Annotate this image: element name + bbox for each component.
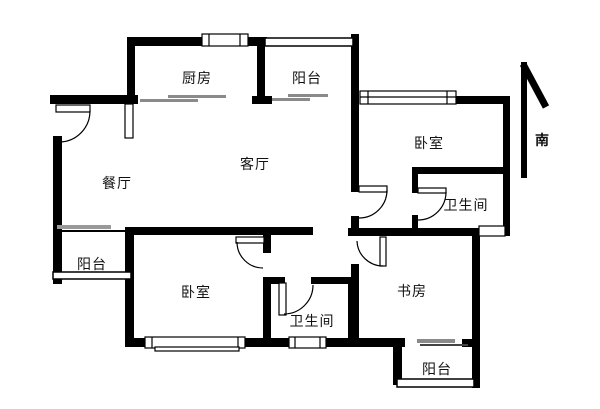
wall-central-vertical-low — [351, 216, 359, 236]
railings — [52, 37, 475, 388]
balcony-north-rail — [264, 37, 354, 47]
wall-bedroom2-door-stub — [263, 227, 271, 253]
wall-bath-main-left — [263, 277, 271, 345]
balcony-north-slider-line-b — [288, 94, 328, 97]
hall-door-arc — [358, 189, 388, 219]
bathroom-master-door-panel — [417, 187, 447, 194]
room-label-bathroom-main: 卫生间 — [289, 314, 335, 330]
kitchen-window — [201, 33, 249, 47]
room-label-bedroom-second: 卧室 — [181, 285, 211, 301]
wall-upper-left — [50, 95, 138, 104]
doors — [55, 104, 447, 316]
wall-kitchen-top — [127, 37, 267, 46]
wall-bath-master-left-a — [412, 167, 418, 193]
balcony-west-window-line — [57, 225, 111, 229]
kitchen-slider-line-a — [140, 99, 198, 102]
bedroom-second-window — [144, 336, 246, 349]
wall-balcony-south-left — [393, 338, 402, 385]
balcony-west-top-line — [53, 230, 129, 232]
wall-bath-master-top — [412, 167, 504, 174]
bathroom-master-window — [478, 225, 506, 237]
room-label-bedroom-master: 卧室 — [414, 136, 444, 152]
study-door-panel — [379, 236, 387, 267]
wall-bath-main-top-b — [311, 277, 348, 284]
hall-door-panel — [358, 185, 388, 193]
wall-right-outer — [503, 96, 510, 236]
windows — [144, 33, 506, 352]
balcony-south-slider-line-a — [417, 339, 455, 343]
wall-bath-master-left-b — [412, 215, 418, 236]
compass-arrow-shaft — [521, 62, 527, 178]
wall-kitchen-left — [127, 37, 135, 104]
wall-balcony-south-stub — [462, 339, 476, 347]
slider-lines — [140, 94, 468, 346]
wall-bath-main-top-a — [271, 277, 285, 284]
kitchen-slider-line-b — [168, 95, 226, 98]
balcony-west-bottom-rail — [52, 271, 132, 280]
compass-arrow-head — [519, 62, 550, 109]
walls — [50, 34, 510, 388]
bathroom-main-window — [288, 336, 327, 349]
bedroom-second-window-sill — [154, 346, 240, 352]
entrance-door-panel — [55, 104, 91, 113]
compass-south-label: 南 — [535, 133, 549, 149]
wall-under-hall — [348, 228, 510, 236]
wall-study-left — [351, 264, 359, 347]
room-label-kitchen: 厨房 — [182, 71, 212, 87]
wall-left-outer — [53, 136, 62, 284]
room-label-dining-room: 餐厅 — [102, 176, 132, 192]
wall-top-right — [448, 96, 510, 104]
balcony-north-slider-line-a — [272, 98, 310, 101]
room-label-balcony-west: 阳台 — [77, 257, 107, 273]
room-label-living-room: 客厅 — [240, 157, 270, 173]
wall-kitchen-right — [257, 40, 265, 104]
entrance-door-arc — [58, 110, 91, 143]
room-label-study: 书房 — [397, 284, 427, 300]
bathroom-main-door-arc — [283, 284, 314, 315]
bathroom-master-door-arc — [417, 191, 447, 221]
bedroom-second-door-arc — [236, 241, 264, 269]
bathroom-main-door-panel — [278, 282, 287, 316]
wall-bedroom2-left — [125, 227, 134, 347]
bedroom-second-door-panel — [235, 236, 265, 244]
balcony-south-bottom-rail — [396, 378, 475, 388]
wall-mid-horizontal — [125, 227, 313, 235]
wall-study-bottom — [351, 338, 405, 347]
wall-right-lower — [472, 228, 480, 388]
balcony-south-slider-line-b — [420, 344, 468, 346]
entry-partition — [124, 103, 134, 139]
compass-arrow-icon — [519, 62, 550, 178]
room-label-bathroom-master: 卫生间 — [443, 198, 489, 214]
room-label-balcony-north: 阳台 — [292, 71, 322, 87]
wall-central-vertical — [351, 34, 359, 192]
study-door-arc — [356, 240, 384, 267]
room-label-balcony-south: 阳台 — [422, 362, 452, 378]
wall-upper-mid — [252, 96, 272, 104]
